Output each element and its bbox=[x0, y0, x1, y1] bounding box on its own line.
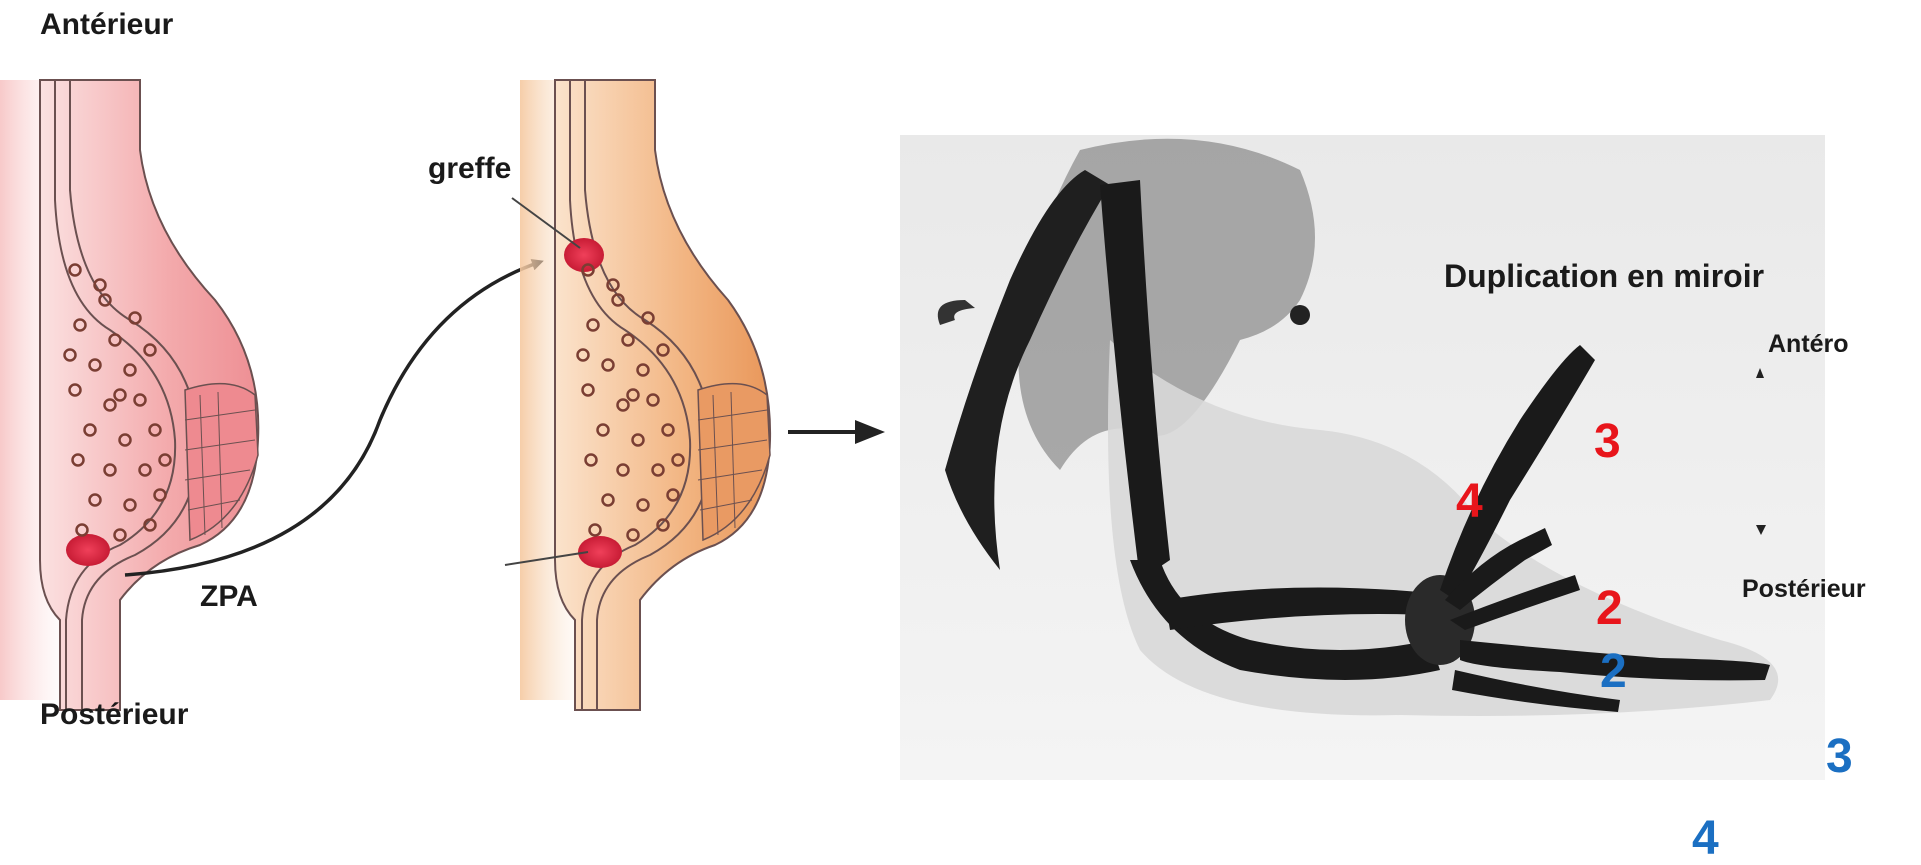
skeleton-photo bbox=[900, 135, 1825, 780]
digit-red-2: 2 bbox=[1596, 585, 1623, 633]
limb-bud-grafted bbox=[505, 80, 770, 710]
digit-red-4: 4 bbox=[1456, 478, 1483, 526]
progress-zone-grafted bbox=[698, 384, 770, 540]
limb-bud-original bbox=[0, 80, 258, 710]
antero-label: Antéro bbox=[1768, 330, 1849, 359]
eye-spot bbox=[1290, 305, 1310, 325]
zpa-region bbox=[66, 534, 110, 566]
zpa-label: ZPA bbox=[200, 580, 258, 614]
result-arrow-head bbox=[855, 420, 885, 444]
digit-blue-3: 3 bbox=[1826, 733, 1853, 781]
digit-blue-2: 2 bbox=[1600, 648, 1627, 696]
duplication-title: Duplication en miroir bbox=[1444, 258, 1764, 295]
greffe-label: greffe bbox=[428, 152, 511, 186]
posterior-right-label: Postérieur bbox=[1742, 575, 1866, 604]
digit-blue-4: 4 bbox=[1692, 815, 1719, 863]
anterior-label: Antérieur bbox=[40, 8, 173, 42]
posterior-label: Postérieur bbox=[40, 698, 188, 732]
digit-red-3: 3 bbox=[1594, 418, 1621, 466]
